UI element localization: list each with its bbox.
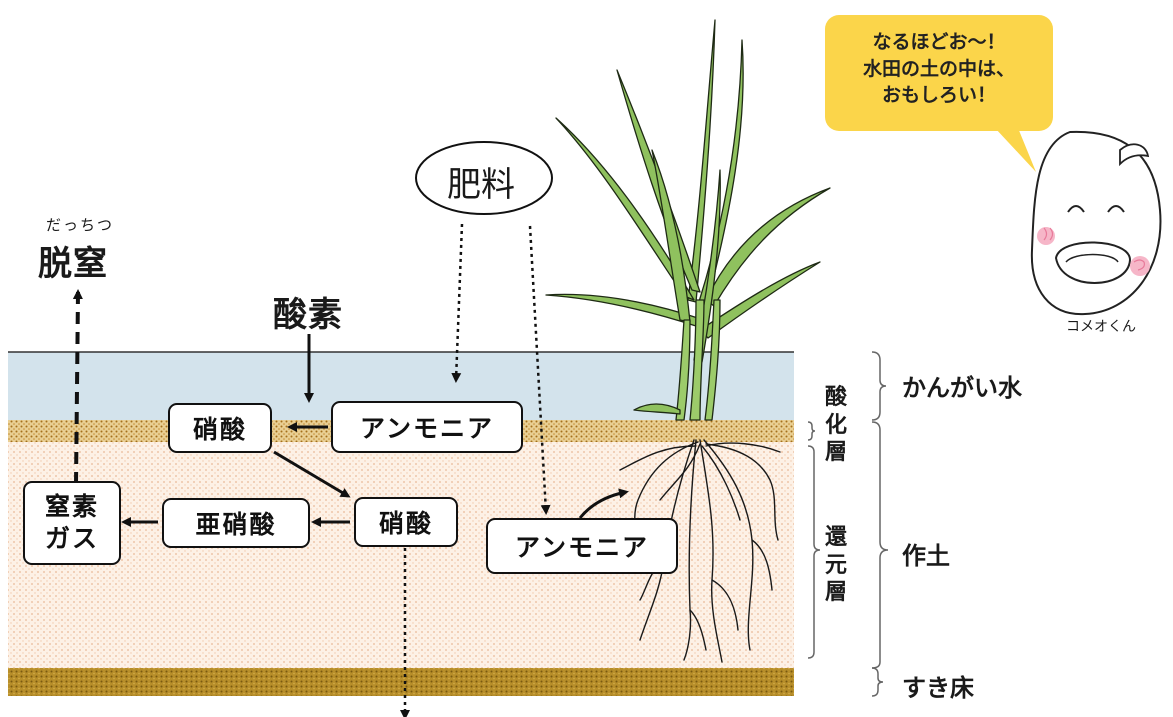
water-bracket	[871, 351, 887, 421]
nitrogen-gas-line-2: ガス	[44, 524, 99, 553]
plow-layer-label: 作土	[902, 542, 950, 570]
fertilizer-arrow-left	[451, 223, 464, 383]
speech-bubble: なるほどお～！ 水田の土の中は、 おもしろい！	[825, 15, 1053, 131]
ammonia-box-top: アンモニア	[331, 401, 523, 453]
plow-layer-bracket	[871, 421, 889, 669]
irrigation-water-label: かんがい水	[902, 374, 1022, 402]
character-name: コメオくん	[1066, 319, 1136, 335]
nitrate-descend-arrow	[273, 450, 351, 498]
nitrate-box-middle: 硝酸	[354, 497, 458, 547]
denitrification-label: 脱窒	[38, 244, 108, 284]
character-komeo	[1030, 130, 1162, 316]
ammonia-uptake-arrow	[578, 488, 629, 519]
roots	[619, 439, 781, 663]
nitrogen-gas-box: 窒素 ガス	[23, 481, 121, 565]
oxidized-bracket	[807, 421, 816, 441]
speech-text: なるほどお～！ 水田の土の中は、 おもしろい！	[825, 15, 1053, 109]
rice-plant	[545, 19, 831, 421]
reduced-layer-label: 還元層	[824, 525, 847, 605]
plow-pan-layer	[8, 668, 794, 696]
speech-line-1: なるほどお～！	[872, 31, 1006, 53]
plow-pan-label: すき床	[902, 674, 974, 702]
nitrite-box: 亜硝酸	[162, 498, 310, 548]
oxygen-label: 酸素	[273, 295, 343, 335]
speech-bubble-tail	[995, 128, 1036, 172]
fertilizer-arrow-right	[528, 225, 551, 515]
plow-pan-bracket	[871, 667, 884, 697]
speech-line-3: おもしろい！	[881, 84, 996, 107]
ammonia-box-lower: アンモニア	[486, 518, 678, 574]
fertilizer-ellipse	[415, 141, 553, 215]
oxidized-layer-label: 酸化層	[824, 385, 847, 465]
denitrification-arrow	[72, 289, 83, 485]
nitrate-box-top: 硝酸	[168, 403, 272, 453]
reduced-bracket	[807, 445, 821, 659]
speech-line-2: 水田の土の中は、	[862, 57, 1015, 80]
fertilizer-label: 肥料	[447, 165, 515, 205]
nitrogen-gas-line-1: 窒素	[44, 491, 99, 521]
denitrification-ruby: だっちつ	[46, 216, 115, 234]
